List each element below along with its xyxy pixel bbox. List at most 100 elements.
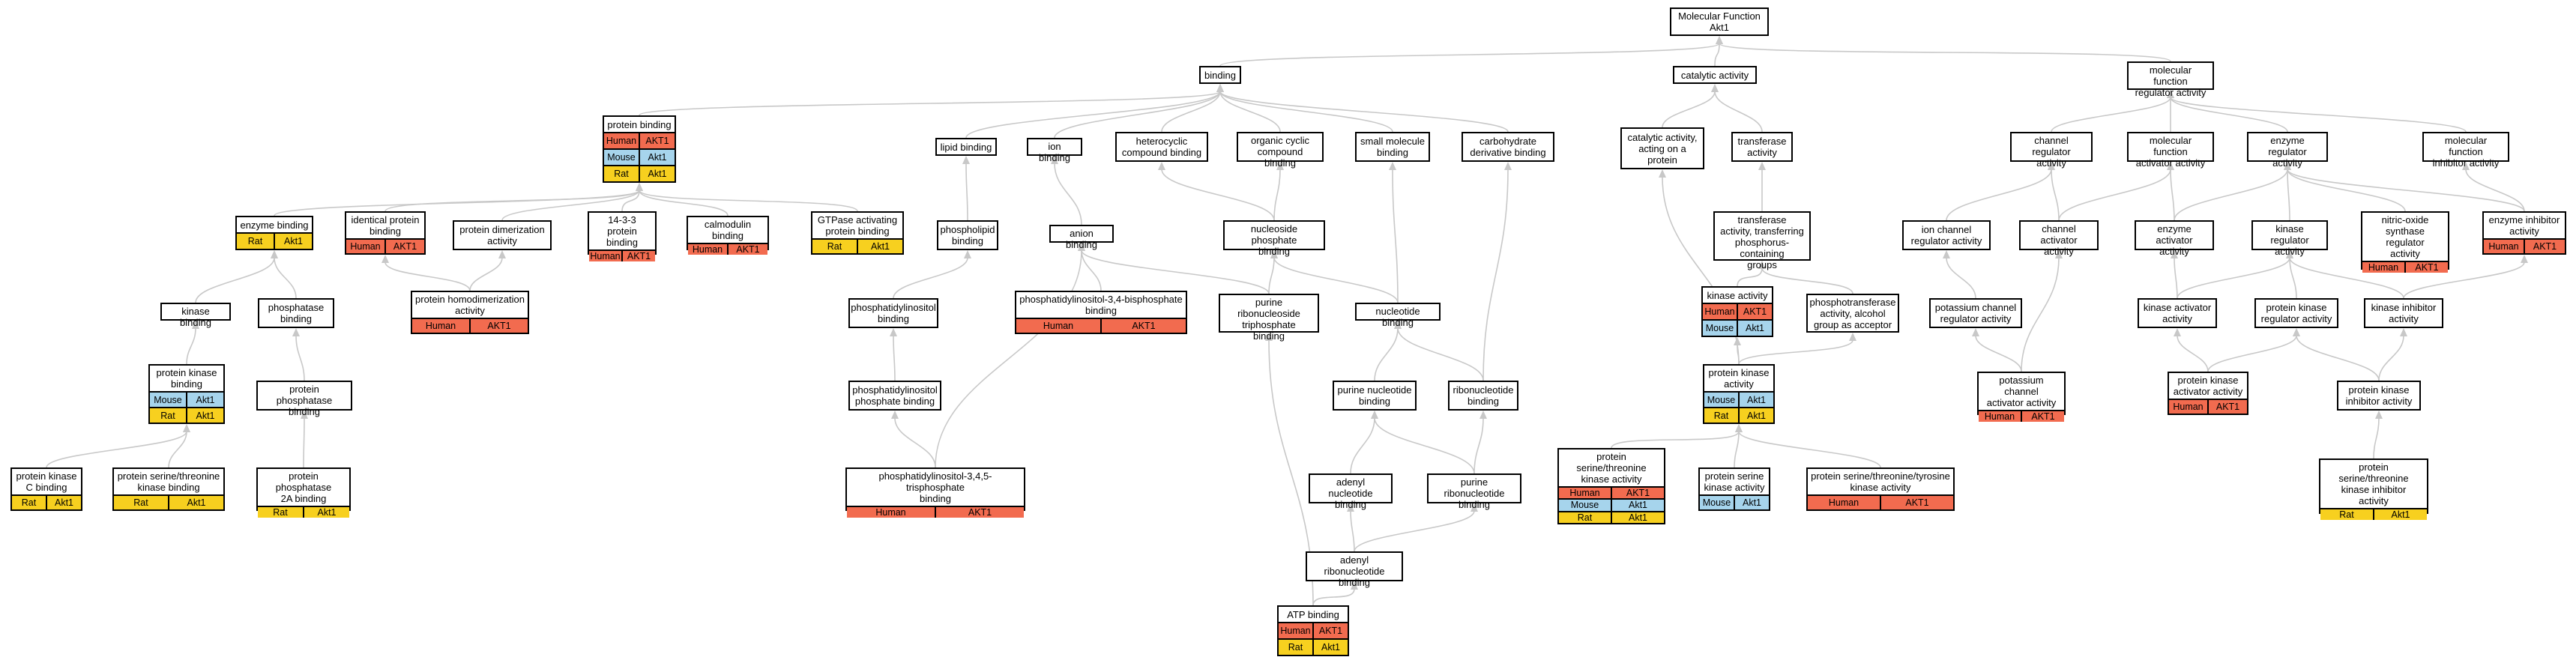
annotation-row: Rat Akt1	[114, 494, 223, 509]
edge-calmodulin-to-protein_binding	[639, 190, 729, 217]
gene-cell: Akt1	[1738, 408, 1773, 423]
term-label: GTPase activating protein binding	[817, 214, 898, 237]
species-cell: Mouse	[1705, 323, 1734, 333]
go-term-purine-ribonucleotide: purine ribonucleotide binding	[1427, 473, 1521, 510]
gene-cell: Akt1	[303, 507, 349, 518]
gene-cell: Akt1	[857, 240, 902, 253]
term-label: phosphatidylinositol phosphate binding	[852, 384, 938, 407]
term-label: enzyme regulator activity	[2268, 135, 2307, 169]
edge-potassium_channel_act-to-potassium_channel_reg	[1975, 335, 2022, 372]
species-cell: Human	[350, 241, 381, 252]
term-label: protein serine/threonine kinase activity	[1576, 451, 1647, 485]
arrowhead	[1758, 162, 1766, 170]
edge-homodimerization-to-protein_dimerization	[469, 257, 503, 291]
arrowhead	[891, 411, 899, 419]
arrowhead	[2055, 250, 2063, 258]
edge-protein_kinase_reg-to-kinase_regulator	[2289, 257, 2297, 299]
edge-homodimerization-to-identical_protein	[384, 261, 471, 291]
term-label: protein serine/threonine kinase inhibito…	[2338, 461, 2409, 506]
edge-phosphotransferase-to-transferase_phosphorus	[1761, 267, 1853, 294]
gene-cell: Akt1	[186, 393, 223, 407]
go-term-kinase-activator: kinase activator activity	[2138, 298, 2217, 328]
species-cell: Mouse	[1702, 497, 1731, 508]
term-label: protein kinase regulator activity	[2260, 302, 2332, 324]
term-label: protein dimerization activity	[459, 224, 545, 246]
arrowhead	[2375, 411, 2383, 419]
gene-cell: Akt1	[639, 150, 675, 165]
arrowhead	[2048, 162, 2055, 170]
species-cell: Mouse	[607, 152, 636, 163]
go-term-mf-activator: molecular function activator activity	[2127, 132, 2214, 169]
edge-adenyl_ribonucleotide-to-purine_ribonucleotide	[1354, 510, 1475, 552]
edge-pkc_binding-to-protein_kinase_binding	[46, 431, 187, 468]
gene-cell: Akt1	[1312, 640, 1348, 655]
go-term-protein-kinase-inhibitor: protein kinase inhibitor activity	[2337, 381, 2421, 411]
term-label: purine ribonucleoside triphosphate bindi…	[1237, 297, 1300, 342]
edge-channel_activator-to-channel_regulator	[2051, 169, 2060, 221]
species-cell: Rat	[1288, 642, 1303, 653]
arrowhead	[1078, 243, 1085, 251]
term-label: potassium channel activator activity	[1986, 375, 2057, 408]
gene-cell: AKT1	[2207, 400, 2247, 414]
edge-phosphatase_binding-to-enzyme_binding	[274, 257, 297, 299]
species-cell: Mouse	[1570, 500, 1599, 511]
gene-cell: Akt1	[168, 496, 223, 509]
go-term-nucleoside-phosphate: nucleoside phosphate binding	[1223, 220, 1325, 257]
go-term-enzyme-activator: enzyme activator activity	[2135, 220, 2214, 257]
term-label: ATP binding	[1287, 608, 1339, 620]
term-label: ion binding	[1039, 141, 1070, 163]
term-label: nucleoside phosphate binding	[1250, 223, 1298, 257]
go-term-catalytic-on-protein: catalytic activity, acting on a protein	[1620, 127, 1704, 169]
arrowhead	[1389, 162, 1396, 170]
gene-cell: AKT1	[384, 240, 424, 253]
gene-cell: AKT1	[1880, 496, 1953, 509]
arrowhead	[1972, 328, 1979, 336]
term-label: potassium channel regulator activity	[1934, 302, 2017, 324]
go-term-ser-thr-tyr-kinase: protein serine/threonine/tyrosine kinase…	[1806, 467, 1955, 511]
term-label: purine ribonucleotide binding	[1444, 476, 1505, 510]
edge-protein_kinase_inhibitor-to-protein_kinase_reg	[2296, 335, 2380, 381]
arrowhead	[192, 321, 199, 329]
edge-kinase_inhibitor-to-kinase_regulator	[2289, 257, 2404, 299]
edge-ribonucleotide-to-carbohydrate_deriv	[1482, 169, 1509, 381]
gene-cell: Akt1	[186, 408, 223, 423]
gene-cell: Akt1	[1611, 512, 1664, 523]
term-label: channel regulator activity	[2032, 135, 2071, 169]
species-cell: Rat	[133, 497, 148, 508]
term-label: enzyme inhibitor activity	[2488, 214, 2560, 237]
arrowhead	[2167, 162, 2174, 170]
go-term-transferase: transferase activity	[1731, 132, 1793, 162]
go-term-pi34bp: phosphatidylinositol-3,4-bisphosphate bi…	[1015, 291, 1187, 334]
go-term-ribonucleotide: ribonucleotide binding	[1448, 381, 1518, 411]
edge-ser_thr_tyr_kinase-to-protein_kinase_activity	[1738, 431, 1881, 468]
edge-pi34bp-to-anion_binding	[1081, 249, 1102, 291]
edge-small_molecule-to-binding	[1219, 91, 1393, 133]
edge-protein_kinase_activator-to-protein_kinase_reg	[2207, 335, 2297, 372]
go-term-ser-thr-kinase: protein serine/threonine kinase activity…	[1557, 448, 1665, 524]
arrowhead	[271, 250, 278, 258]
arrowhead	[962, 156, 970, 164]
arrowhead	[1711, 84, 1719, 92]
go-term-catalytic-activity: catalytic activity	[1673, 66, 1757, 84]
species-cell: Human	[425, 321, 456, 331]
species-cell: Human	[606, 136, 637, 146]
edge-catalytic_activity-to-molecular_function	[1714, 43, 1720, 67]
arrowhead	[381, 255, 389, 263]
term-label: kinase binding	[180, 306, 211, 328]
species-cell: Human	[2488, 241, 2519, 252]
gene-cell: Akt1	[2373, 509, 2427, 520]
term-label: phosphatidylinositol-3,4-bisphosphate bi…	[1019, 294, 1183, 316]
